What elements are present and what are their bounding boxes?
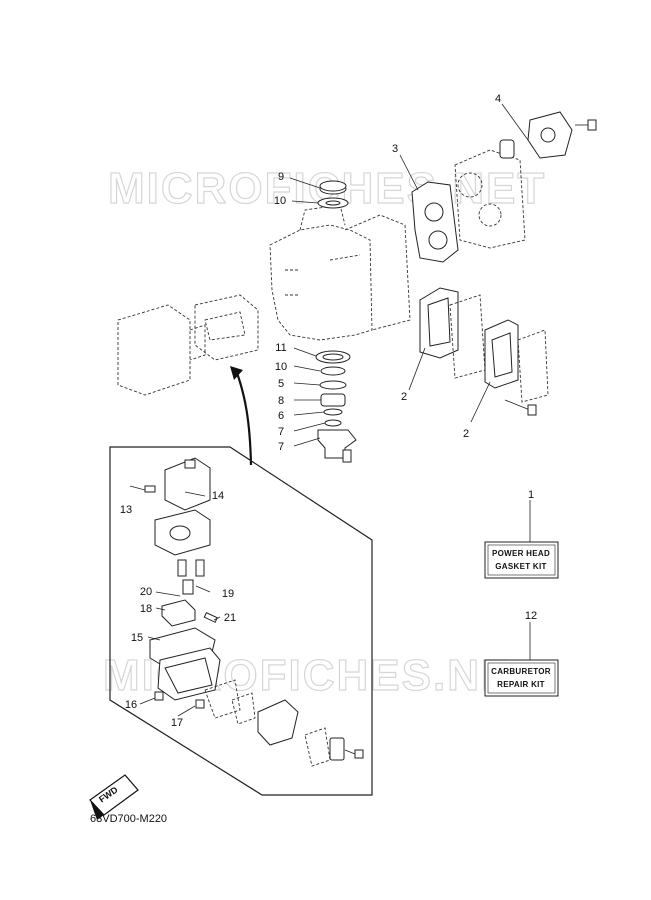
assembly-arrow [230,366,253,466]
callout-2-right: 2 [463,428,469,440]
callout-17: 17 [171,717,183,729]
callout-14: 14 [212,490,224,502]
head-gasket [411,181,459,263]
callout-4: 4 [495,93,501,105]
callout-10-upper: 10 [274,195,286,207]
engine-block [269,204,411,341]
carburetor-intake [117,294,259,396]
callout-11: 11 [275,342,286,354]
leader-lines-lower [139,491,221,717]
callout-2-left: 2 [401,391,407,403]
callout-numbers: 4 3 9 10 11 10 5 8 6 7 7 2 2 1 12 13 14 … [120,93,537,729]
cylinder-head-cover [454,149,526,249]
callout-18: 18 [140,603,152,615]
callout-12: 12 [525,610,537,622]
carburetor-line2: REPAIR KIT [497,680,545,689]
callout-13: 13 [120,504,132,516]
callout-8: 8 [278,395,284,407]
thermostat-cover [499,111,597,159]
callout-21: 21 [224,612,236,624]
callout-6: 6 [278,410,284,422]
callout-7-upper: 7 [278,426,284,438]
callout-5: 5 [278,378,284,390]
carburetor-detail-frame [109,446,373,796]
exhaust-gaskets [419,287,549,416]
callout-7-lower: 7 [278,441,284,453]
carburetor-body [129,457,364,767]
callout-19: 19 [222,588,234,600]
callout-1: 1 [528,489,534,501]
callout-15: 15 [131,632,143,644]
callout-10-lower: 10 [275,361,287,373]
callout-20: 20 [140,586,152,598]
leader-lines-upper [289,103,531,660]
callout-3: 3 [392,143,398,155]
power-head-line2: GASKET KIT [495,562,546,571]
diagram-code: 63VD700-M220 [90,813,167,825]
upper-seals [317,180,349,209]
carburetor-repair-kit: CARBURETOR REPAIR KIT [484,659,559,697]
power-head-line1: POWER HEAD [492,549,550,558]
callout-9: 9 [278,171,284,183]
power-head-gasket-kit: POWER HEAD GASKET KIT [484,541,559,579]
callout-16: 16 [125,699,137,711]
carburetor-line1: CARBURETOR [491,667,551,676]
lower-seal-stack [315,350,357,463]
